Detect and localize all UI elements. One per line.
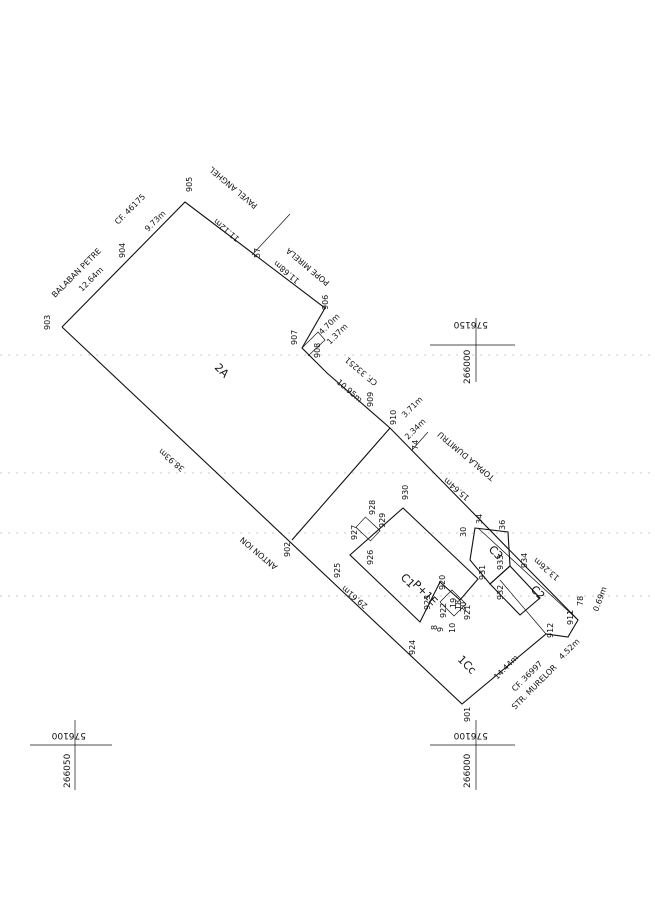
inset-906 bbox=[301, 331, 326, 357]
point-36: 36 bbox=[498, 520, 507, 530]
boundary-pavel-pope bbox=[251, 213, 291, 256]
point-18: 18 bbox=[454, 600, 463, 610]
point-8: 8 bbox=[430, 625, 439, 630]
neighbor-anton: ANTON ION bbox=[238, 535, 279, 571]
neighbor-cf-33251: CF. 33251 bbox=[343, 355, 379, 387]
dist-3-71: 3.71m bbox=[400, 395, 425, 420]
dist-29-61: 29.61m bbox=[340, 584, 369, 611]
point-907: 907 bbox=[290, 330, 299, 345]
coord-bottom-right-y: 576100 bbox=[453, 730, 488, 740]
point-926: 926 bbox=[366, 550, 375, 565]
dist-11-12: 11.12m bbox=[212, 217, 241, 244]
point-930: 930 bbox=[401, 485, 410, 500]
point-932: 932 bbox=[496, 585, 505, 600]
point-925: 925 bbox=[333, 563, 342, 578]
point-922: 922 bbox=[439, 603, 448, 618]
coord-bottom-right-x: 266000 bbox=[463, 753, 473, 788]
building-c2 bbox=[489, 565, 541, 616]
dist-15-64: 15.64m bbox=[442, 476, 471, 503]
yard-label: 1Cc bbox=[455, 653, 479, 677]
point-933: 933 bbox=[496, 555, 505, 570]
dist-4-52: 4.52m bbox=[557, 637, 582, 662]
grid-cross-bottom-left bbox=[30, 720, 112, 790]
point-908: 908 bbox=[313, 343, 322, 358]
point-902: 902 bbox=[283, 542, 292, 557]
labels: 2A C1 P+1E C2 C3 1Cc BALABAN PETRE CF. 4… bbox=[43, 165, 609, 788]
point-906: 906 bbox=[321, 295, 330, 310]
building-c1 bbox=[349, 507, 479, 623]
point-923: 923 bbox=[423, 595, 432, 610]
scan-noise bbox=[0, 354, 655, 597]
point-928: 928 bbox=[368, 500, 377, 515]
point-929: 929 bbox=[378, 513, 387, 528]
dist-14-44: 14.44m bbox=[492, 653, 520, 681]
coord-bottom-left-x: 266050 bbox=[63, 753, 73, 788]
point-901: 901 bbox=[463, 707, 472, 722]
grid-cross-bottom-right bbox=[430, 720, 515, 790]
point-924: 924 bbox=[408, 640, 417, 655]
c2-c3-edge bbox=[477, 527, 579, 621]
neighbor-pavel: PAVEL ANGHEL bbox=[207, 165, 259, 211]
point-912: 912 bbox=[546, 623, 555, 638]
boundary-topala bbox=[411, 431, 429, 451]
point-78: 78 bbox=[576, 596, 585, 606]
point-57: 57 bbox=[253, 248, 262, 258]
dist-38-93: 38.93m bbox=[157, 447, 186, 474]
point-920: 920 bbox=[438, 575, 447, 590]
coord-top-right-x: 266000 bbox=[463, 349, 473, 384]
coord-top-right-y: 576150 bbox=[453, 319, 488, 329]
point-903: 903 bbox=[43, 315, 52, 330]
dist-9-73: 9.73m bbox=[143, 209, 168, 234]
point-911: 911 bbox=[566, 610, 575, 625]
point-20: 20 bbox=[459, 602, 468, 612]
neighbor-balaban-cf: CF. 46175 bbox=[113, 192, 147, 226]
point-910: 910 bbox=[389, 410, 398, 425]
point-10: 10 bbox=[448, 623, 457, 633]
neighbor-topala: TOPALA DUMITRU bbox=[436, 430, 497, 483]
lot-label: 2A bbox=[212, 361, 232, 381]
lot-split bbox=[499, 579, 547, 635]
dist-0-69: 0.69m bbox=[591, 585, 608, 612]
point-74: 74 bbox=[411, 440, 420, 450]
point-909: 909 bbox=[366, 392, 375, 407]
point-904: 904 bbox=[118, 243, 127, 258]
parcel-divider bbox=[291, 427, 391, 541]
point-921: 921 bbox=[463, 605, 472, 620]
dist-2-34: 2.34m bbox=[403, 417, 428, 442]
point-905: 905 bbox=[185, 177, 194, 192]
stair-922 bbox=[439, 589, 467, 617]
point-931: 931 bbox=[478, 565, 487, 580]
grid-cross-top-right bbox=[430, 318, 515, 382]
point-30: 30 bbox=[459, 527, 468, 537]
point-34: 34 bbox=[475, 514, 484, 524]
point-927: 927 bbox=[350, 525, 359, 540]
point-19: 19 bbox=[449, 598, 458, 608]
point-9: 9 bbox=[436, 627, 445, 632]
dist-13-26: 13.26m bbox=[532, 556, 561, 583]
dist-10-95: 10.95m bbox=[335, 378, 364, 405]
coord-bottom-left-y: 576100 bbox=[51, 730, 86, 740]
annex-926 bbox=[355, 516, 381, 542]
point-934: 934 bbox=[520, 553, 529, 568]
